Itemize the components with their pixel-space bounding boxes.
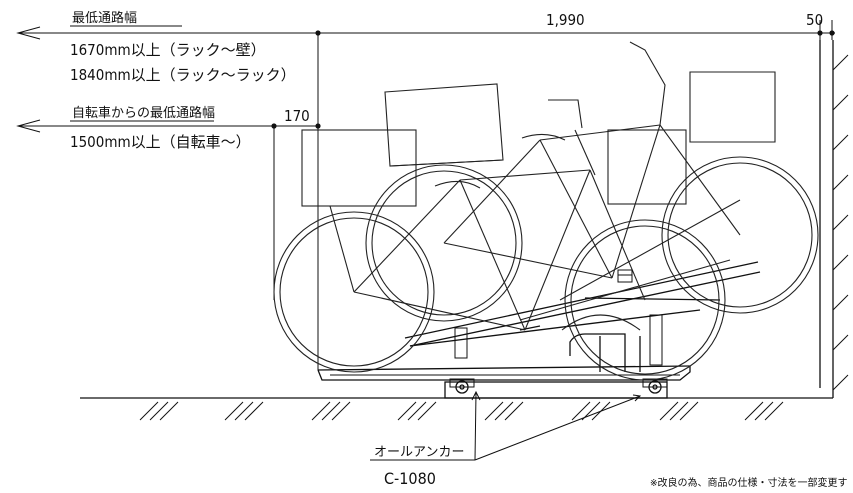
bicycle-high <box>519 71 776 331</box>
min-aisle-wall: 1670mm以上（ラック～壁） <box>70 41 266 59</box>
footnote: ※改良の為、商品の仕様・寸法を一部変更す <box>650 476 848 489</box>
rack-rail <box>404 261 761 372</box>
rack-base <box>317 365 691 394</box>
wall <box>819 40 849 398</box>
anchor-model: C-1080 <box>384 469 436 488</box>
anchor-name: オールアンカー <box>374 445 464 460</box>
offset-dimension: 170 <box>284 107 310 125</box>
wall-gap-dimension: 50 <box>806 11 823 29</box>
bike-aisle-dimension-line <box>16 119 321 300</box>
min-aisle-title: 最低通路幅 <box>72 10 137 26</box>
min-aisle-rack: 1840mm以上（ラック～ラック） <box>70 66 296 84</box>
bike-aisle-title: 自転車からの最低通路幅 <box>72 105 215 121</box>
bike-aisle-value: 1500mm以上（自転車～） <box>70 133 251 151</box>
anchor-callout <box>370 390 642 461</box>
top-dimension-line <box>16 20 835 370</box>
bicycle-low <box>273 99 726 381</box>
bicycle-middle <box>365 41 819 322</box>
total-depth-dimension: 1,990 <box>546 11 585 29</box>
